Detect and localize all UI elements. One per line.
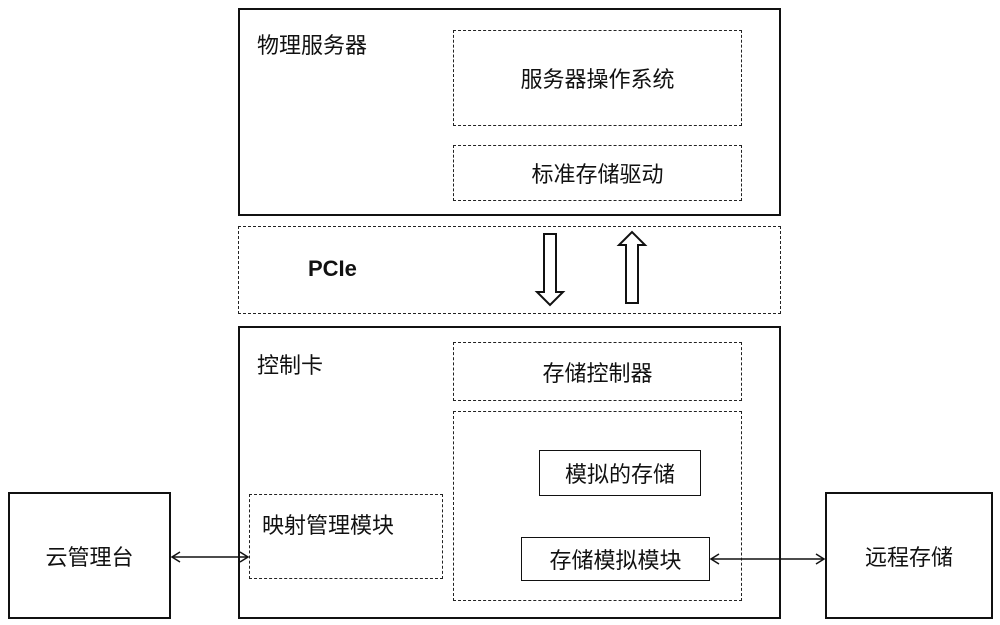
mapping-module-label: 映射管理模块 <box>262 514 395 539</box>
storage-sim-module-box: 存储模拟模块 <box>521 537 710 581</box>
remote-storage-box: 远程存储 <box>825 492 993 619</box>
storage-emulation-group <box>453 411 742 601</box>
physical-server-box <box>238 8 781 216</box>
cloud-mapping-connector <box>170 551 250 563</box>
pcie-box <box>238 226 781 314</box>
simulated-storage-box: 模拟的存储 <box>539 450 701 496</box>
control-card-label: 控制卡 <box>257 354 324 379</box>
pcie-label: PCIe <box>308 256 357 281</box>
physical-server-label: 物理服务器 <box>257 34 368 59</box>
storage-controller-box: 存储控制器 <box>453 342 742 401</box>
mapping-module-box <box>249 494 443 579</box>
control-card-box <box>238 326 781 619</box>
cloud-console-box: 云管理台 <box>8 492 171 619</box>
module-remote-connector <box>709 553 826 565</box>
down-arrow-icon <box>534 233 566 307</box>
server-os-box: 服务器操作系统 <box>453 30 742 126</box>
up-arrow-icon <box>616 230 648 304</box>
storage-driver-box: 标准存储驱动 <box>453 145 742 201</box>
